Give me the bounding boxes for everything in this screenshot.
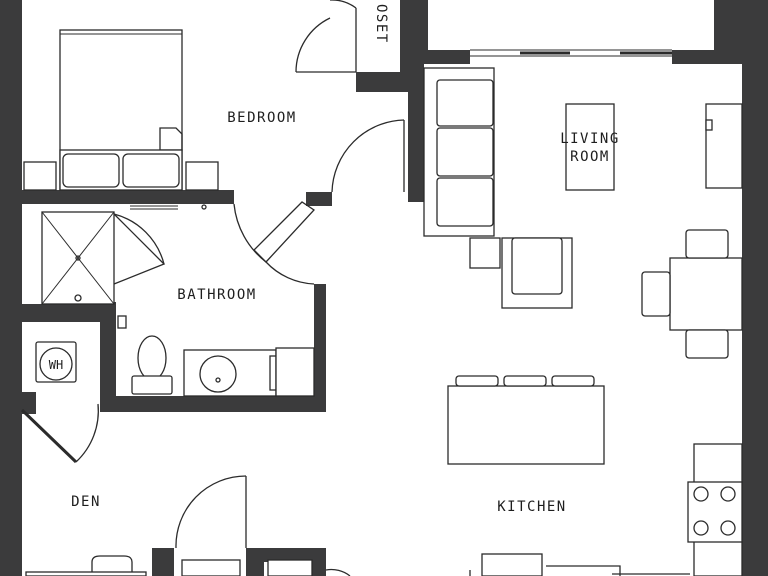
den-label: DEN	[71, 494, 101, 510]
living-north-wall-left	[414, 0, 428, 50]
bathroom-south-wall	[100, 396, 326, 412]
living-room-label-line1: LIVING	[560, 131, 620, 147]
room-labels: OSET BEDROOM LIVING ROOM BATHROOM WH DEN…	[49, 4, 620, 515]
closet-doors	[295, 0, 357, 73]
nightstand-left	[23, 161, 57, 191]
bedroom-label: BEDROOM	[227, 110, 297, 126]
wh-closet-top-wall	[22, 304, 116, 322]
bedroom-furniture	[23, 29, 405, 193]
den-fixtures	[25, 475, 351, 576]
closet-bottom-wall	[356, 72, 412, 92]
living-north-wall-stub	[414, 50, 470, 64]
bathroom-west-wall	[100, 302, 116, 412]
bathroom-label: BATHROOM	[177, 287, 256, 303]
bedroom-south-wall-stub	[306, 192, 332, 206]
dining-chair-left	[641, 271, 671, 317]
pillow-right	[122, 153, 180, 188]
bathroom-east-wall	[314, 284, 326, 412]
side-table	[469, 237, 501, 269]
media-console	[705, 103, 743, 189]
kitchen-island	[447, 385, 605, 465]
east-wall	[742, 0, 768, 576]
water-heater-label: WH	[49, 358, 63, 372]
bath-cabinet	[275, 347, 315, 397]
toilet-tank	[131, 375, 173, 395]
den-bottom-stub-left	[152, 548, 174, 576]
living-room-label-line2: ROOM	[570, 149, 610, 165]
bathroom-door	[253, 201, 315, 263]
den-bottom-wall	[246, 548, 326, 562]
bathroom-fixtures	[41, 201, 315, 397]
stool-2	[503, 375, 547, 387]
den-bottom-stub-right	[312, 548, 326, 576]
wh-closet-left-stub	[22, 392, 36, 414]
water-heater-closet	[20, 341, 99, 464]
closet-label: OSET	[373, 4, 389, 44]
living-furniture	[423, 67, 743, 359]
toilet-bowl	[137, 335, 167, 381]
coffee-table	[565, 103, 615, 191]
dining-chair-top	[685, 229, 729, 259]
stool-3	[551, 375, 595, 387]
pillow-left	[62, 153, 120, 188]
bed-sheet-fold	[159, 127, 183, 151]
fridge-top	[481, 553, 543, 576]
living-north-wall-right	[672, 50, 742, 64]
dining-chair-bottom	[685, 329, 729, 359]
desk	[25, 571, 147, 576]
bedroom-south-wall	[22, 190, 234, 204]
kitchen-label: KITCHEN	[497, 499, 567, 515]
kitchen-fixtures	[447, 375, 743, 576]
den-bottom-stub-mid	[246, 548, 264, 576]
desk-chair	[91, 555, 133, 572]
windows	[470, 49, 672, 57]
west-wall	[0, 0, 22, 576]
nightstand-right	[185, 161, 219, 191]
bedroom-living-partition	[408, 64, 424, 202]
sink	[199, 355, 237, 393]
water-heater-tank	[39, 347, 73, 381]
stool-1	[455, 375, 499, 387]
dining-table	[669, 257, 743, 331]
towel-bar	[117, 315, 127, 329]
